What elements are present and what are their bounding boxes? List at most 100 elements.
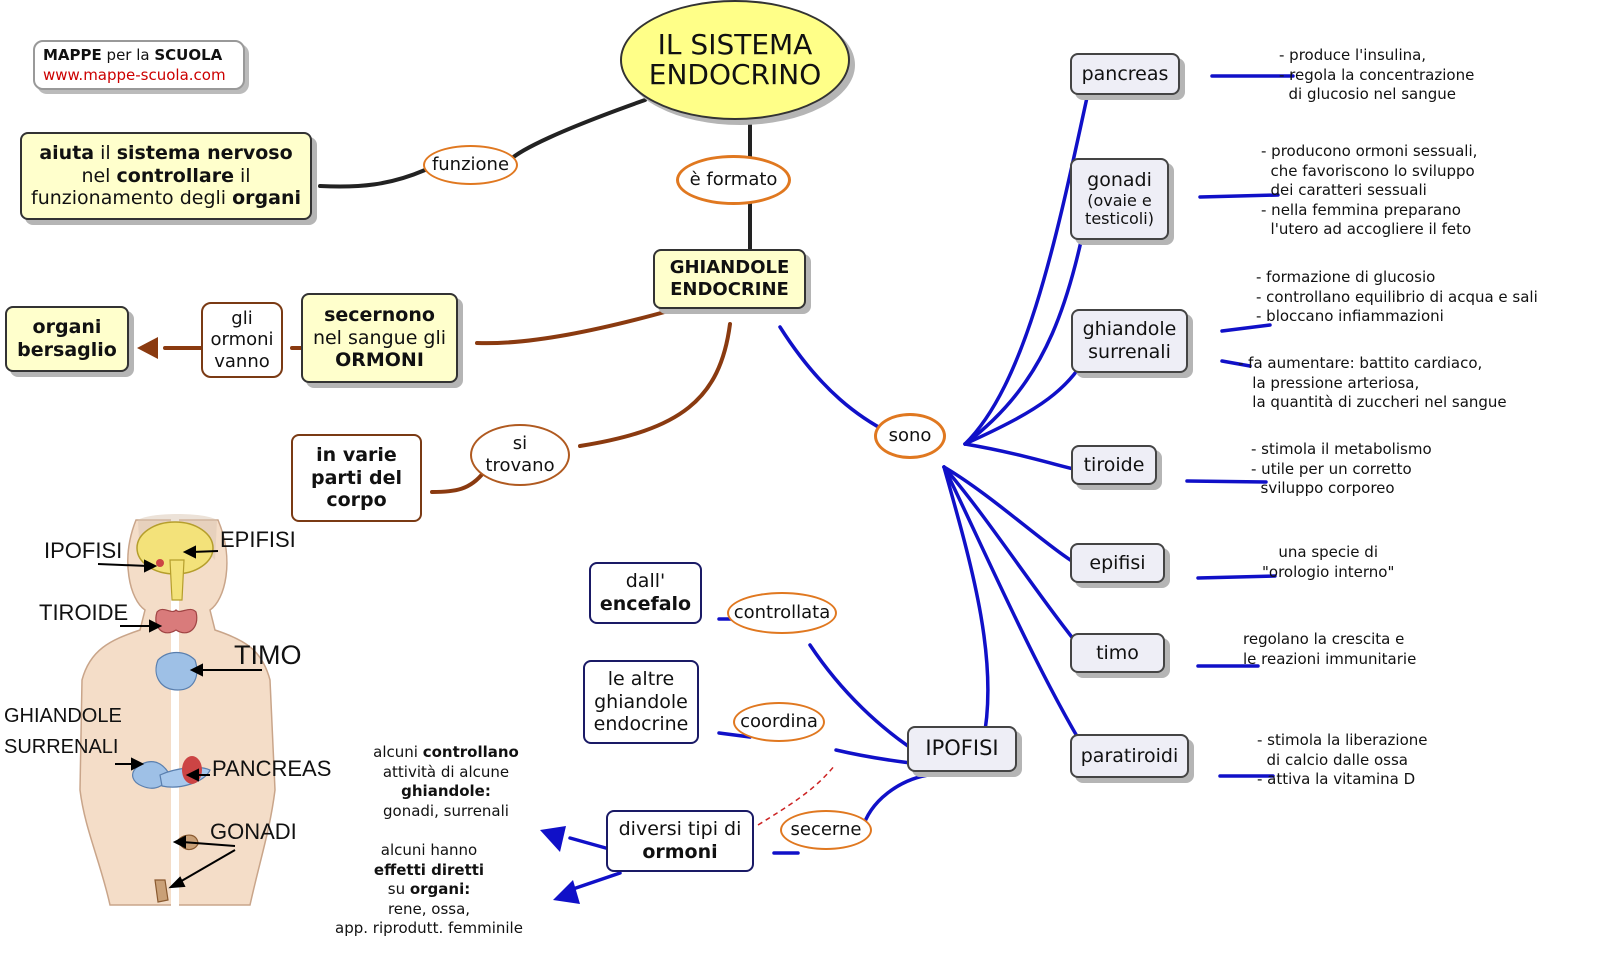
endocrine-glands-line-1: GHIANDOLE (669, 257, 790, 279)
gland-surrenali-label-1: ghiandole (1082, 318, 1177, 341)
gland-pancreas-desc: - produce l'insulina, - regola la concen… (1279, 46, 1475, 103)
gland-gonadi-desc: - producono ormoni sessuali, che favoris… (1261, 142, 1478, 238)
function-node: aiuta il sistema nervoso nel controllare… (20, 132, 312, 220)
other-glands-line-3: endocrine (593, 713, 689, 736)
link-secerne-label: secerne (790, 819, 862, 841)
target-organs-line-1: organi (32, 316, 102, 339)
note-a-line-4: gonadi, surrenali (383, 801, 509, 820)
gland-paratiroidi-desc: - stimola la liberazione di calcio dalle… (1257, 731, 1428, 788)
link-controllata-label: controllata (733, 602, 831, 624)
note-a-line-3: ghiandole: (401, 782, 491, 800)
endocrine-glands-node: GHIANDOLE ENDOCRINE (653, 249, 806, 309)
gland-tiroide-label: tiroide (1083, 453, 1145, 476)
body-parts-line-1: in varie (316, 443, 397, 466)
hormone-types-line-1: diversi tipi di (618, 818, 742, 841)
gland-gonadi-sub-2: testicoli) (1085, 208, 1154, 228)
gland-epifisi-label: epifisi (1089, 551, 1146, 574)
logo-url[interactable]: www.mappe-scuola.com (43, 66, 226, 84)
anatomy-label-ghiandole: GHIANDOLE (4, 705, 122, 727)
note-b-line-1: alcuni hanno (380, 841, 478, 859)
anatomy-label-timo: TIMO (234, 640, 302, 670)
logo-word-per-la: per la (101, 46, 155, 64)
link-e-formato-label: è formato (689, 169, 778, 191)
link-funzione-label: funzione (431, 154, 510, 176)
note-b-line-5: app. riprodutt. femminile (335, 919, 523, 937)
anatomy-label-tiroide: TIROIDE (39, 600, 129, 625)
function-word-funzionamento: funzionamento degli (31, 187, 233, 210)
gland-gonadi-label: gonadi (1087, 168, 1152, 191)
logo-word-scuola: SCUOLA (154, 46, 223, 64)
note-a-line-2: attività di alcune (382, 762, 510, 781)
brain-line-1: dall' (625, 570, 666, 593)
target-organs-line-2: bersaglio (17, 339, 117, 361)
link-secerne: secerne (780, 810, 872, 850)
function-word-organi: organi (232, 187, 301, 210)
anatomy-label-pancreas: PANCREAS (212, 756, 332, 781)
anatomy-label-gonadi: GONADI (210, 819, 297, 844)
gland-paratiroidi: paratiroidi (1070, 734, 1189, 778)
hormone-types-node: diversi tipi di ormoni (606, 810, 754, 872)
logo-word-mappe: MAPPE (43, 46, 102, 64)
link-trovano-label: trovano (485, 455, 555, 476)
link-coordina: coordina (733, 702, 825, 742)
gland-timo: timo (1070, 633, 1165, 673)
gland-gonadi-sub-1: (ovaie e (1087, 190, 1152, 210)
function-word-sistema-nervoso: sistema nervoso (116, 141, 293, 164)
link-ormoni-label: ormoni (210, 329, 274, 351)
endocrine-glands-line-2: ENDOCRINE (670, 279, 789, 300)
title-line-1: IL SISTEMA (657, 28, 813, 61)
hormone-note-b: alcuni hanno effetti diretti su organi: … (326, 841, 532, 939)
thymus-icon (155, 651, 198, 691)
ipofisi-label: IPOFISI (925, 736, 999, 761)
body-parts-line-2: parti del (310, 466, 402, 489)
secrete-line-2: nel sangue gli (312, 326, 447, 349)
function-word-aiuta: aiuta (39, 141, 95, 164)
hormone-note-a: alcuni controllano attività di alcune gh… (366, 743, 526, 821)
link-si-trovano: si trovano (470, 424, 570, 486)
thyroid-icon (155, 608, 198, 634)
note-a-alcuni: alcuni (373, 743, 423, 761)
link-vanno-label: vanno (214, 350, 270, 372)
gland-surrenali-desc-2: - fa aumentare: battito cardiaco, la pre… (1238, 354, 1507, 411)
brain-icon (136, 521, 214, 601)
site-logo: MAPPE per la SCUOLA www.mappe-scuola.com (33, 40, 245, 90)
link-e-formato: è formato (676, 155, 791, 205)
ipofisi-node: IPOFISI (907, 726, 1017, 772)
gland-tiroide: tiroide (1071, 445, 1157, 485)
other-glands-line-2: ghiandole (594, 690, 688, 713)
link-controllata: controllata (727, 592, 837, 634)
brain-node: dall' encefalo (589, 562, 702, 624)
function-word-il-2: il (233, 164, 251, 187)
gland-gonadi: gonadi (ovaie e testicoli) (1070, 158, 1169, 240)
gland-epifisi: epifisi (1070, 543, 1165, 583)
arrow-note-a (540, 826, 566, 852)
anatomy-label-ipofisi: IPOFISI (44, 538, 123, 563)
link-coordina-label: coordina (740, 711, 818, 733)
gland-timo-desc: regolano la crescita e le reazioni immun… (1243, 630, 1417, 668)
arrow-to-bersaglio (137, 337, 158, 359)
body-parts-node: in varie parti del corpo (291, 434, 422, 522)
other-glands-node: le altre ghiandole endocrine (583, 660, 699, 744)
secrete-node: secernono nel sangue gli ORMONI (301, 293, 458, 383)
anatomy-label-surrenali: SURRENALI (4, 736, 119, 758)
other-glands-line-1: le altre (607, 667, 675, 690)
note-a-controllano: controllano (422, 743, 519, 761)
link-si-label: si (512, 433, 528, 455)
gland-pancreas-label: pancreas (1081, 62, 1169, 85)
arrow-note-b (553, 880, 580, 904)
anatomy-illustration (79, 514, 276, 910)
gland-surrenali-label-2: surrenali (1088, 341, 1171, 363)
secrete-line-1: secernono (324, 303, 435, 326)
note-b-organi: organi: (409, 880, 471, 898)
gland-tiroide-desc: - stimola il metabolismo - utile per un … (1251, 440, 1432, 497)
title-line-2: ENDOCRINO (648, 58, 822, 91)
body-parts-line-3: corpo (326, 489, 387, 512)
anatomy-label-epifisi: EPIFISI (220, 527, 296, 552)
gland-paratiroidi-label: paratiroidi (1080, 744, 1179, 767)
link-gli-ormoni-vanno: gli ormoni vanno (201, 302, 283, 378)
gland-pancreas: pancreas (1070, 53, 1180, 95)
gland-surrenali: ghiandole surrenali (1071, 309, 1188, 373)
note-b-line-4: rene, ossa, (387, 899, 471, 918)
adrenal-icon (132, 761, 169, 789)
